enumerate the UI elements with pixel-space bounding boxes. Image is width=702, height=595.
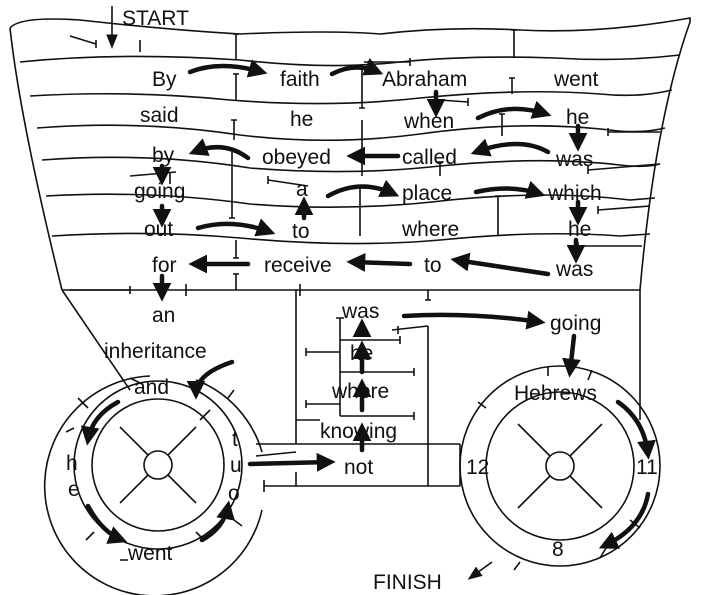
start-label: START <box>122 7 189 30</box>
route-arrows <box>80 58 656 549</box>
word-out: out <box>144 218 173 241</box>
word-obeyed: obeyed <box>262 146 331 169</box>
word-8: 8 <box>552 538 564 561</box>
left-wheel <box>43 375 263 595</box>
word-not: not <box>344 456 373 479</box>
maze-words: By faith Abraham went said he when he by… <box>66 68 658 565</box>
word-an: an <box>152 304 175 327</box>
word-a: a <box>296 178 308 201</box>
word-by: by <box>152 144 175 167</box>
word-hebrews: Hebrews <box>514 382 597 405</box>
word-11: 11 <box>636 456 658 479</box>
word-knowing: knowing <box>320 420 397 443</box>
word-e: e <box>68 478 80 501</box>
word-he: he <box>290 108 313 131</box>
word-he: he <box>568 218 591 241</box>
word-by: By <box>152 68 177 91</box>
word-was: was <box>555 148 593 171</box>
word-abraham: Abraham <box>382 68 467 91</box>
word-called: called <box>402 146 457 169</box>
word-where: where <box>401 218 459 241</box>
wagon-frame <box>61 289 641 492</box>
word-where: where <box>331 380 389 403</box>
word-went: went <box>553 68 599 91</box>
word-receive: receive <box>264 254 332 277</box>
word-and: and <box>134 376 169 399</box>
word-going: going <box>550 312 601 335</box>
word-t: t <box>232 428 238 451</box>
word-inheritance: inheritance <box>104 340 207 363</box>
word-faith: faith <box>280 68 320 91</box>
start-marker: START <box>106 6 189 49</box>
word-to: to <box>292 220 310 243</box>
finish-marker: FINISH <box>373 561 493 594</box>
word-place: place <box>402 182 452 205</box>
word-u: u <box>230 454 242 477</box>
word-o: o <box>228 482 240 505</box>
word-when: when <box>403 110 454 133</box>
word-was: was <box>341 300 379 323</box>
word-he: he <box>566 106 589 129</box>
word-went: went <box>127 542 173 565</box>
word-h: h <box>66 452 78 475</box>
word-he: he <box>350 342 373 365</box>
word-going: going <box>134 180 185 203</box>
word-which: which <box>547 182 602 205</box>
word-to: to <box>424 254 442 277</box>
word-for: for <box>152 254 177 277</box>
finish-label: FINISH <box>373 571 442 594</box>
word-said: said <box>140 104 179 127</box>
word-was: was <box>555 258 593 281</box>
right-wheel <box>459 365 661 571</box>
word-12: 12 <box>466 456 489 479</box>
